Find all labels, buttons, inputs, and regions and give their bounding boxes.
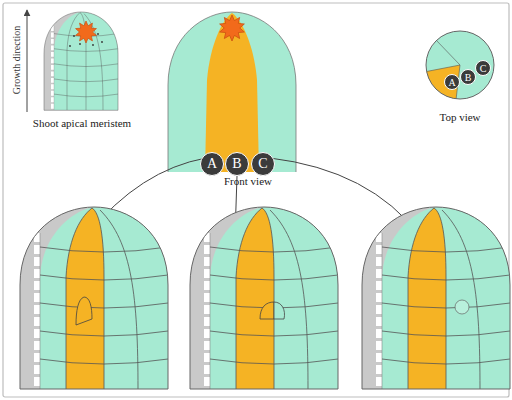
primordium-view-b (190, 207, 350, 389)
illustration-part (101, 41, 103, 43)
sector-marker: C (251, 152, 275, 176)
illustration-part (168, 12, 296, 172)
front-view-illustration (168, 12, 296, 172)
illustration-part (79, 43, 81, 45)
illustration-part (44, 12, 124, 110)
sector-marker: B (460, 69, 476, 85)
illustration-part (190, 207, 350, 389)
axis-label: Growth direction (11, 10, 23, 110)
sector-marker: A (200, 152, 224, 176)
illustration-part (424, 65, 460, 110)
frame (3, 3, 509, 397)
primordium-view-a (20, 207, 180, 389)
illustration-part (66, 208, 104, 389)
sector-marker: B (225, 152, 249, 176)
illustration-part (455, 300, 469, 314)
illustration-part (408, 208, 446, 389)
illustration-part (97, 33, 99, 35)
illustration-part (260, 302, 274, 319)
illustration-part (76, 297, 92, 325)
illustration-part (426, 31, 494, 99)
sector-marker: C (475, 60, 491, 76)
illustration-part (190, 207, 338, 389)
apex-star (76, 21, 97, 43)
view-caption: Shoot apical meristem (20, 116, 144, 130)
front-view: Front viewABC (168, 10, 296, 192)
apex-star (220, 15, 245, 41)
growth-arrow (27, 10, 28, 112)
illustration-part (20, 207, 180, 389)
sector-marker: A (444, 74, 460, 90)
sector-letter: C (252, 153, 274, 175)
illustration-part (69, 45, 71, 47)
top-view: Top view ABC (420, 28, 500, 124)
illustration-part (20, 207, 168, 389)
illustration-part (362, 207, 512, 389)
sector-letter: B (461, 70, 475, 84)
illustration-part (426, 31, 494, 99)
illustration-part (274, 302, 285, 319)
illustration-part (205, 13, 259, 172)
sector-letter: C (476, 61, 490, 75)
illustration-part (168, 12, 296, 172)
illustration-part (236, 208, 274, 389)
meristem-view: Shoot apical meristem (20, 8, 144, 132)
sector-letter: A (201, 153, 223, 175)
illustration-part (44, 12, 118, 110)
illustration-part (362, 207, 510, 389)
illustration-part (73, 35, 75, 37)
illustration-part (436, 40, 460, 65)
meristem-illustration (44, 12, 124, 110)
sector-letter: A (445, 75, 459, 89)
primordium-view-c (362, 207, 512, 389)
illustration-part (92, 44, 94, 46)
view-caption: Top view (420, 110, 500, 124)
top-view-illustration (424, 31, 494, 110)
sector-letter: B (226, 153, 248, 175)
view-caption: Front view (208, 174, 288, 188)
